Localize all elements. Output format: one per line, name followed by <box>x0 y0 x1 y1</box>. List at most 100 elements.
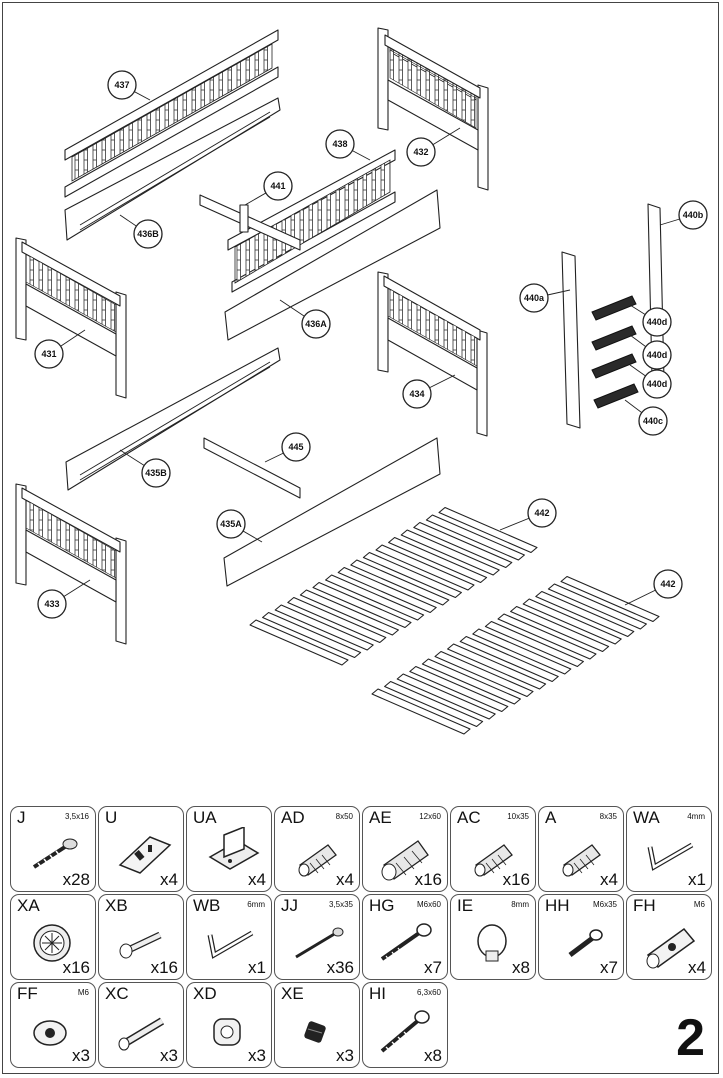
slat <box>388 536 488 584</box>
callout-p437: 437 <box>107 70 151 101</box>
hardware-code: AC <box>457 808 481 827</box>
slat <box>535 590 635 638</box>
dowel-icon <box>562 844 601 877</box>
hardware-dimension: M6x60 <box>416 900 441 909</box>
slat <box>249 619 349 666</box>
hardware-quantity: x3 <box>72 1046 90 1065</box>
hardware-dimension: 8x50 <box>335 812 353 821</box>
sleeve-nut-icon <box>213 1018 241 1046</box>
hardware-code: U <box>105 808 118 827</box>
callout-p440c: 440c <box>624 399 668 436</box>
slat <box>447 643 547 690</box>
callout-label: 434 <box>409 389 424 399</box>
callout-label: 436A <box>305 319 327 329</box>
slat <box>434 650 534 698</box>
slat <box>325 574 425 621</box>
hardware-quantity: x4 <box>336 870 354 889</box>
dowel-icon <box>298 844 337 877</box>
lag-screw-icon <box>380 1010 430 1053</box>
callout-p440d1: 440d <box>629 304 672 337</box>
part-433-end-frame <box>15 483 127 645</box>
part-442-slats-lower <box>371 575 660 735</box>
page-number: 2 <box>676 1009 705 1067</box>
hardware-quantity: x8 <box>424 1046 442 1065</box>
callout-label: 440d <box>647 317 668 327</box>
cam-lock-icon <box>33 924 71 962</box>
callout-p442b: 442 <box>624 569 683 606</box>
hardware-code: HH <box>545 896 570 915</box>
hardware-quantity: x7 <box>424 958 442 977</box>
part-432-end-frame <box>377 27 489 191</box>
hardware-code: UA <box>193 808 217 827</box>
hardware-code: A <box>545 808 557 827</box>
hardware-dimension: 8mm <box>511 900 529 909</box>
callout-label: 435B <box>145 468 167 478</box>
slat <box>413 521 513 569</box>
slat <box>312 581 412 629</box>
hardware-quantity: x8 <box>512 958 530 977</box>
ladder-steps <box>591 295 639 409</box>
callout-label: 431 <box>41 349 56 359</box>
hardware-quantity: x4 <box>160 870 178 889</box>
slat <box>547 583 647 630</box>
slat <box>375 544 475 591</box>
callout-p440d3: 440d <box>629 364 672 399</box>
hardware-dimension: M6 <box>77 988 89 997</box>
slat <box>274 604 374 651</box>
hardware-quantity: x4 <box>688 958 706 977</box>
part-436B-side-rail <box>64 97 281 241</box>
hardware-code: XD <box>193 984 217 1003</box>
hardware-dimension: 3,5x16 <box>64 812 89 821</box>
callout-p431: 431 <box>34 329 86 369</box>
callout-label: 440c <box>643 416 663 426</box>
allen-key-icon <box>207 930 254 959</box>
long-screw-icon <box>295 927 344 959</box>
hardware-code: XA <box>17 896 40 915</box>
callout-p432: 432 <box>406 127 461 167</box>
callout-label: 440a <box>524 293 545 303</box>
hardware-dimension: 3,5x35 <box>328 900 353 909</box>
part-434-end-frame <box>377 271 488 437</box>
hardware-code: HI <box>369 984 386 1003</box>
slat <box>510 605 610 653</box>
callout-label: 442 <box>660 579 675 589</box>
slat <box>560 575 660 623</box>
callout-p434: 434 <box>402 374 456 409</box>
callout-p445: 445 <box>264 432 311 463</box>
wood-screw-icon <box>32 838 78 869</box>
hardware-dimension: 8x35 <box>599 812 617 821</box>
hardware-code: WA <box>633 808 660 827</box>
callout-p438: 438 <box>325 129 371 161</box>
slat <box>497 613 597 660</box>
hardware-dimension: 12x60 <box>419 812 441 821</box>
hardware-quantity: x16 <box>414 870 442 889</box>
hardware-dimension: M6x35 <box>592 900 617 909</box>
hardware-code: AE <box>369 808 392 827</box>
large-dowel-icon <box>381 840 429 881</box>
slat <box>425 514 525 561</box>
hardware-code: FF <box>17 984 38 1003</box>
callout-p436A: 436A <box>279 299 331 339</box>
hardware-code: WB <box>193 896 221 915</box>
callout-p440d2: 440d <box>629 334 672 370</box>
hardware-code: XE <box>281 984 304 1003</box>
slat <box>522 598 622 645</box>
part-435B-side-rail <box>65 347 281 491</box>
callout-label: 436B <box>137 229 159 239</box>
part-438-guard-rail <box>227 149 396 293</box>
part-435A-side-board <box>223 437 441 587</box>
part-441-center-support <box>199 194 301 251</box>
